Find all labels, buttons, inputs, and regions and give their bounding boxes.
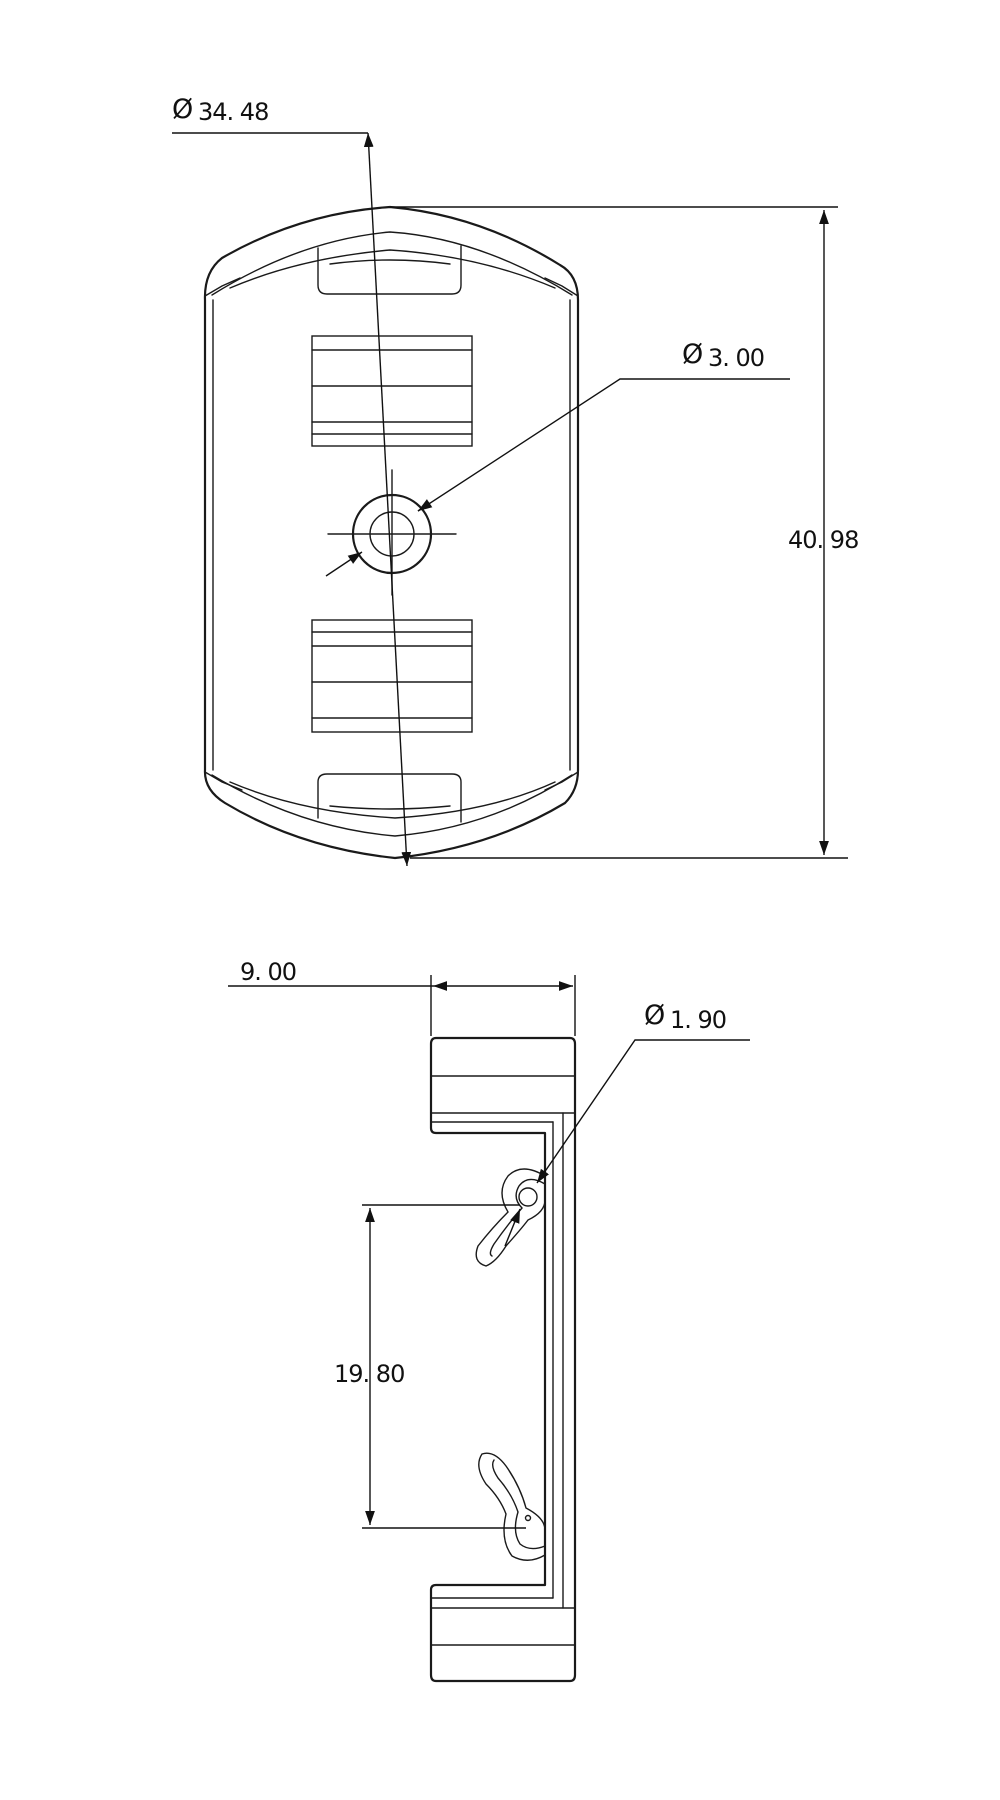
side-profile-outline [429, 1036, 577, 1683]
front-bottom-rim-inner [229, 781, 556, 819]
pin-spacing-value: 19. 80 [334, 1360, 404, 1388]
height-value: 40. 98 [788, 526, 858, 554]
front-bottom-tab [317, 773, 462, 823]
front-upper-slot [311, 335, 473, 447]
diameter-outer-value: 34. 48 [198, 98, 268, 126]
dim-pin-spacing: 19. 80 [334, 1204, 526, 1529]
front-top-tab-line [329, 259, 451, 265]
dim-diameter-pin: Ø 1. 90 [504, 1000, 750, 1247]
diameter-outer-symbol: Ø [172, 94, 193, 125]
side-view [429, 1036, 577, 1683]
dim-depth: 9. 00 [228, 958, 576, 1036]
front-top-tab [317, 245, 462, 295]
dim-diameter-outer: Ø 34. 48 [172, 94, 412, 867]
diameter-pin-value: 1. 90 [670, 1006, 726, 1034]
front-bottom-tab-line [329, 805, 451, 810]
side-lower-pin [524, 1514, 532, 1522]
dim-height: 40. 98 [390, 206, 859, 859]
diameter-center-symbol: Ø [682, 339, 703, 370]
side-lower-hook-inner [491, 1459, 546, 1550]
front-top-corner-r [544, 277, 579, 297]
front-view [203, 205, 580, 860]
side-upper-hook [475, 1168, 546, 1267]
front-lower-slot [311, 619, 473, 733]
depth-value: 9. 00 [240, 958, 296, 986]
front-body-inner [212, 299, 571, 771]
front-bottom-corner-l [204, 771, 243, 791]
side-upper-hook-inner [489, 1178, 546, 1257]
dim-diameter-center-hole: Ø 3. 00 [325, 339, 790, 577]
side-upper-pin [518, 1187, 538, 1207]
diameter-pin-symbol: Ø [644, 1000, 665, 1031]
front-top-corner-l [204, 277, 241, 297]
front-bottom-corner-r [544, 771, 579, 791]
diameter-center-value: 3. 00 [708, 344, 764, 372]
front-body-outline [203, 205, 580, 860]
side-lower-hook [478, 1452, 546, 1561]
front-top-rim-inner [229, 249, 556, 289]
